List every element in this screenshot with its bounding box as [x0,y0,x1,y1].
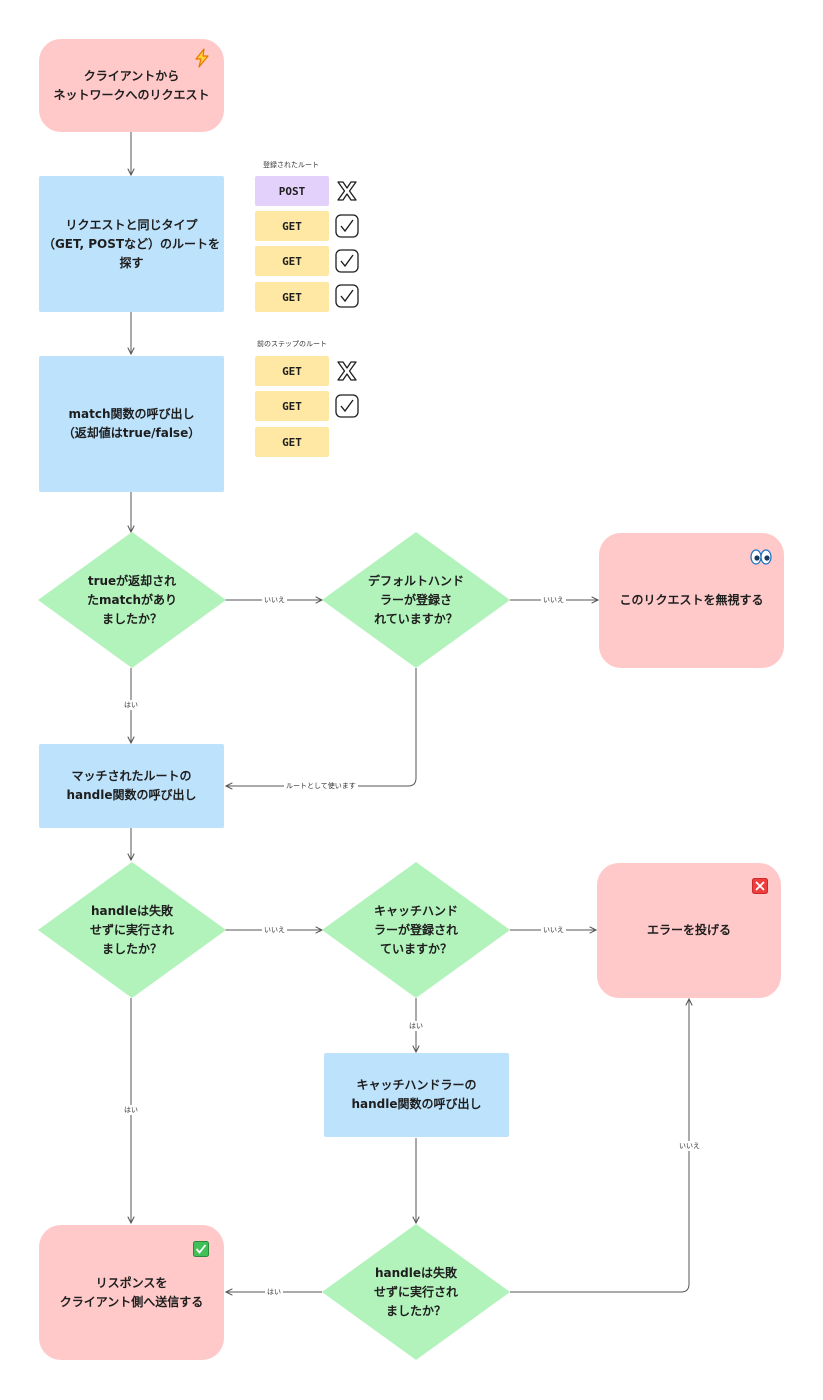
send-response-node: リスポンスを クライアント側へ送信する [39,1225,224,1360]
decision-default-handler-label: デフォルトハンド ラーが登録さ れていますか？ [367,573,464,626]
edge-label-yes: はい [407,1021,425,1031]
decision-catch-handle-ok: handleは失敗 せずに実行され ましたか？ [322,1224,510,1360]
lightning-icon [195,48,209,68]
find-route-node: リクエストと同じタイプ （GET, POSTなど）のルートを 探す [39,176,224,312]
edge-label-use-as-route: ルートとして使います [284,781,358,791]
edge-q2-to-callhandle [226,668,417,786]
decision-catch-handle-ok-label: handleは失敗 せずに実行され ましたか？ [373,1265,458,1318]
decision-handle-ok: handleは失敗 せずに実行され ましたか？ [38,862,226,998]
route-chip-get: GET [255,356,329,386]
cross-mark-icon [752,878,768,894]
edge-label-no: いいえ [541,595,566,605]
edge-label-no: いいえ [262,595,287,605]
route-chip-post: POST [255,176,329,206]
edge-q5-to-error [510,999,689,1293]
eyes-icon [750,549,772,565]
start-node: クライアントから ネットワークへのリクエスト [39,39,224,132]
check-mark-icon [335,394,359,418]
registered-routes-caption: 登録されたルート [263,161,319,169]
check-box-icon [193,1241,209,1257]
decision-true-match: trueが返却され たmatchがあり ましたか？ [38,532,226,668]
decision-true-match-label: trueが返却され たmatchがあり ましたか？ [87,573,177,626]
call-handle-label: マッチされたルートの handle関数の呼び出し [66,769,197,802]
edge-label-no: いいえ [677,1141,702,1151]
decision-default-handler: デフォルトハンド ラーが登録さ れていますか？ [322,532,510,668]
call-catch-handle-label: キャッチハンドラーの handle関数の呼び出し [351,1078,482,1111]
start-node-label: クライアントから ネットワークへのリクエスト [53,68,210,102]
route-chip-get: GET [255,282,329,312]
decision-catch-handler-label: キャッチハンド ラーが登録され ていますか？ [373,903,458,956]
call-match-node: match関数の呼び出し （返却値はtrue/false） [39,356,224,492]
check-mark-icon [335,249,359,273]
x-mark-icon [337,181,357,201]
next-step-routes-caption: 前のステップのルート [257,340,327,348]
call-handle-node: マッチされたルートの handle関数の呼び出し [39,744,224,828]
edge-label-no: いいえ [541,925,566,935]
check-mark-icon [335,284,359,308]
throw-error-label: エラーを投げる [646,923,731,937]
check-mark-icon [335,214,359,238]
route-chip-get: GET [255,246,329,276]
route-chip-get: GET [255,391,329,421]
route-chip-get: GET [255,211,329,241]
throw-error-node: エラーを投げる [597,863,781,998]
edge-label-yes: はい [265,1287,283,1297]
decision-catch-handler: キャッチハンド ラーが登録され ていますか？ [322,862,510,998]
route-chip-get: GET [255,427,329,457]
call-match-label: match関数の呼び出し （返却値はtrue/false） [62,407,201,440]
send-response-label: リスポンスを クライアント側へ送信する [59,1275,204,1309]
call-catch-handle-node: キャッチハンドラーの handle関数の呼び出し [324,1053,509,1137]
find-route-label: リクエストと同じタイプ （GET, POSTなど）のルートを 探す [42,217,221,270]
edge-label-yes: はい [122,1105,140,1115]
ignore-label: このリクエストを無視する [619,593,764,607]
edge-label-yes: はい [122,700,140,710]
x-mark-icon [337,361,357,381]
edge-label-no: いいえ [262,925,287,935]
decision-handle-ok-label: handleは失敗 せずに実行され ましたか？ [89,903,174,956]
